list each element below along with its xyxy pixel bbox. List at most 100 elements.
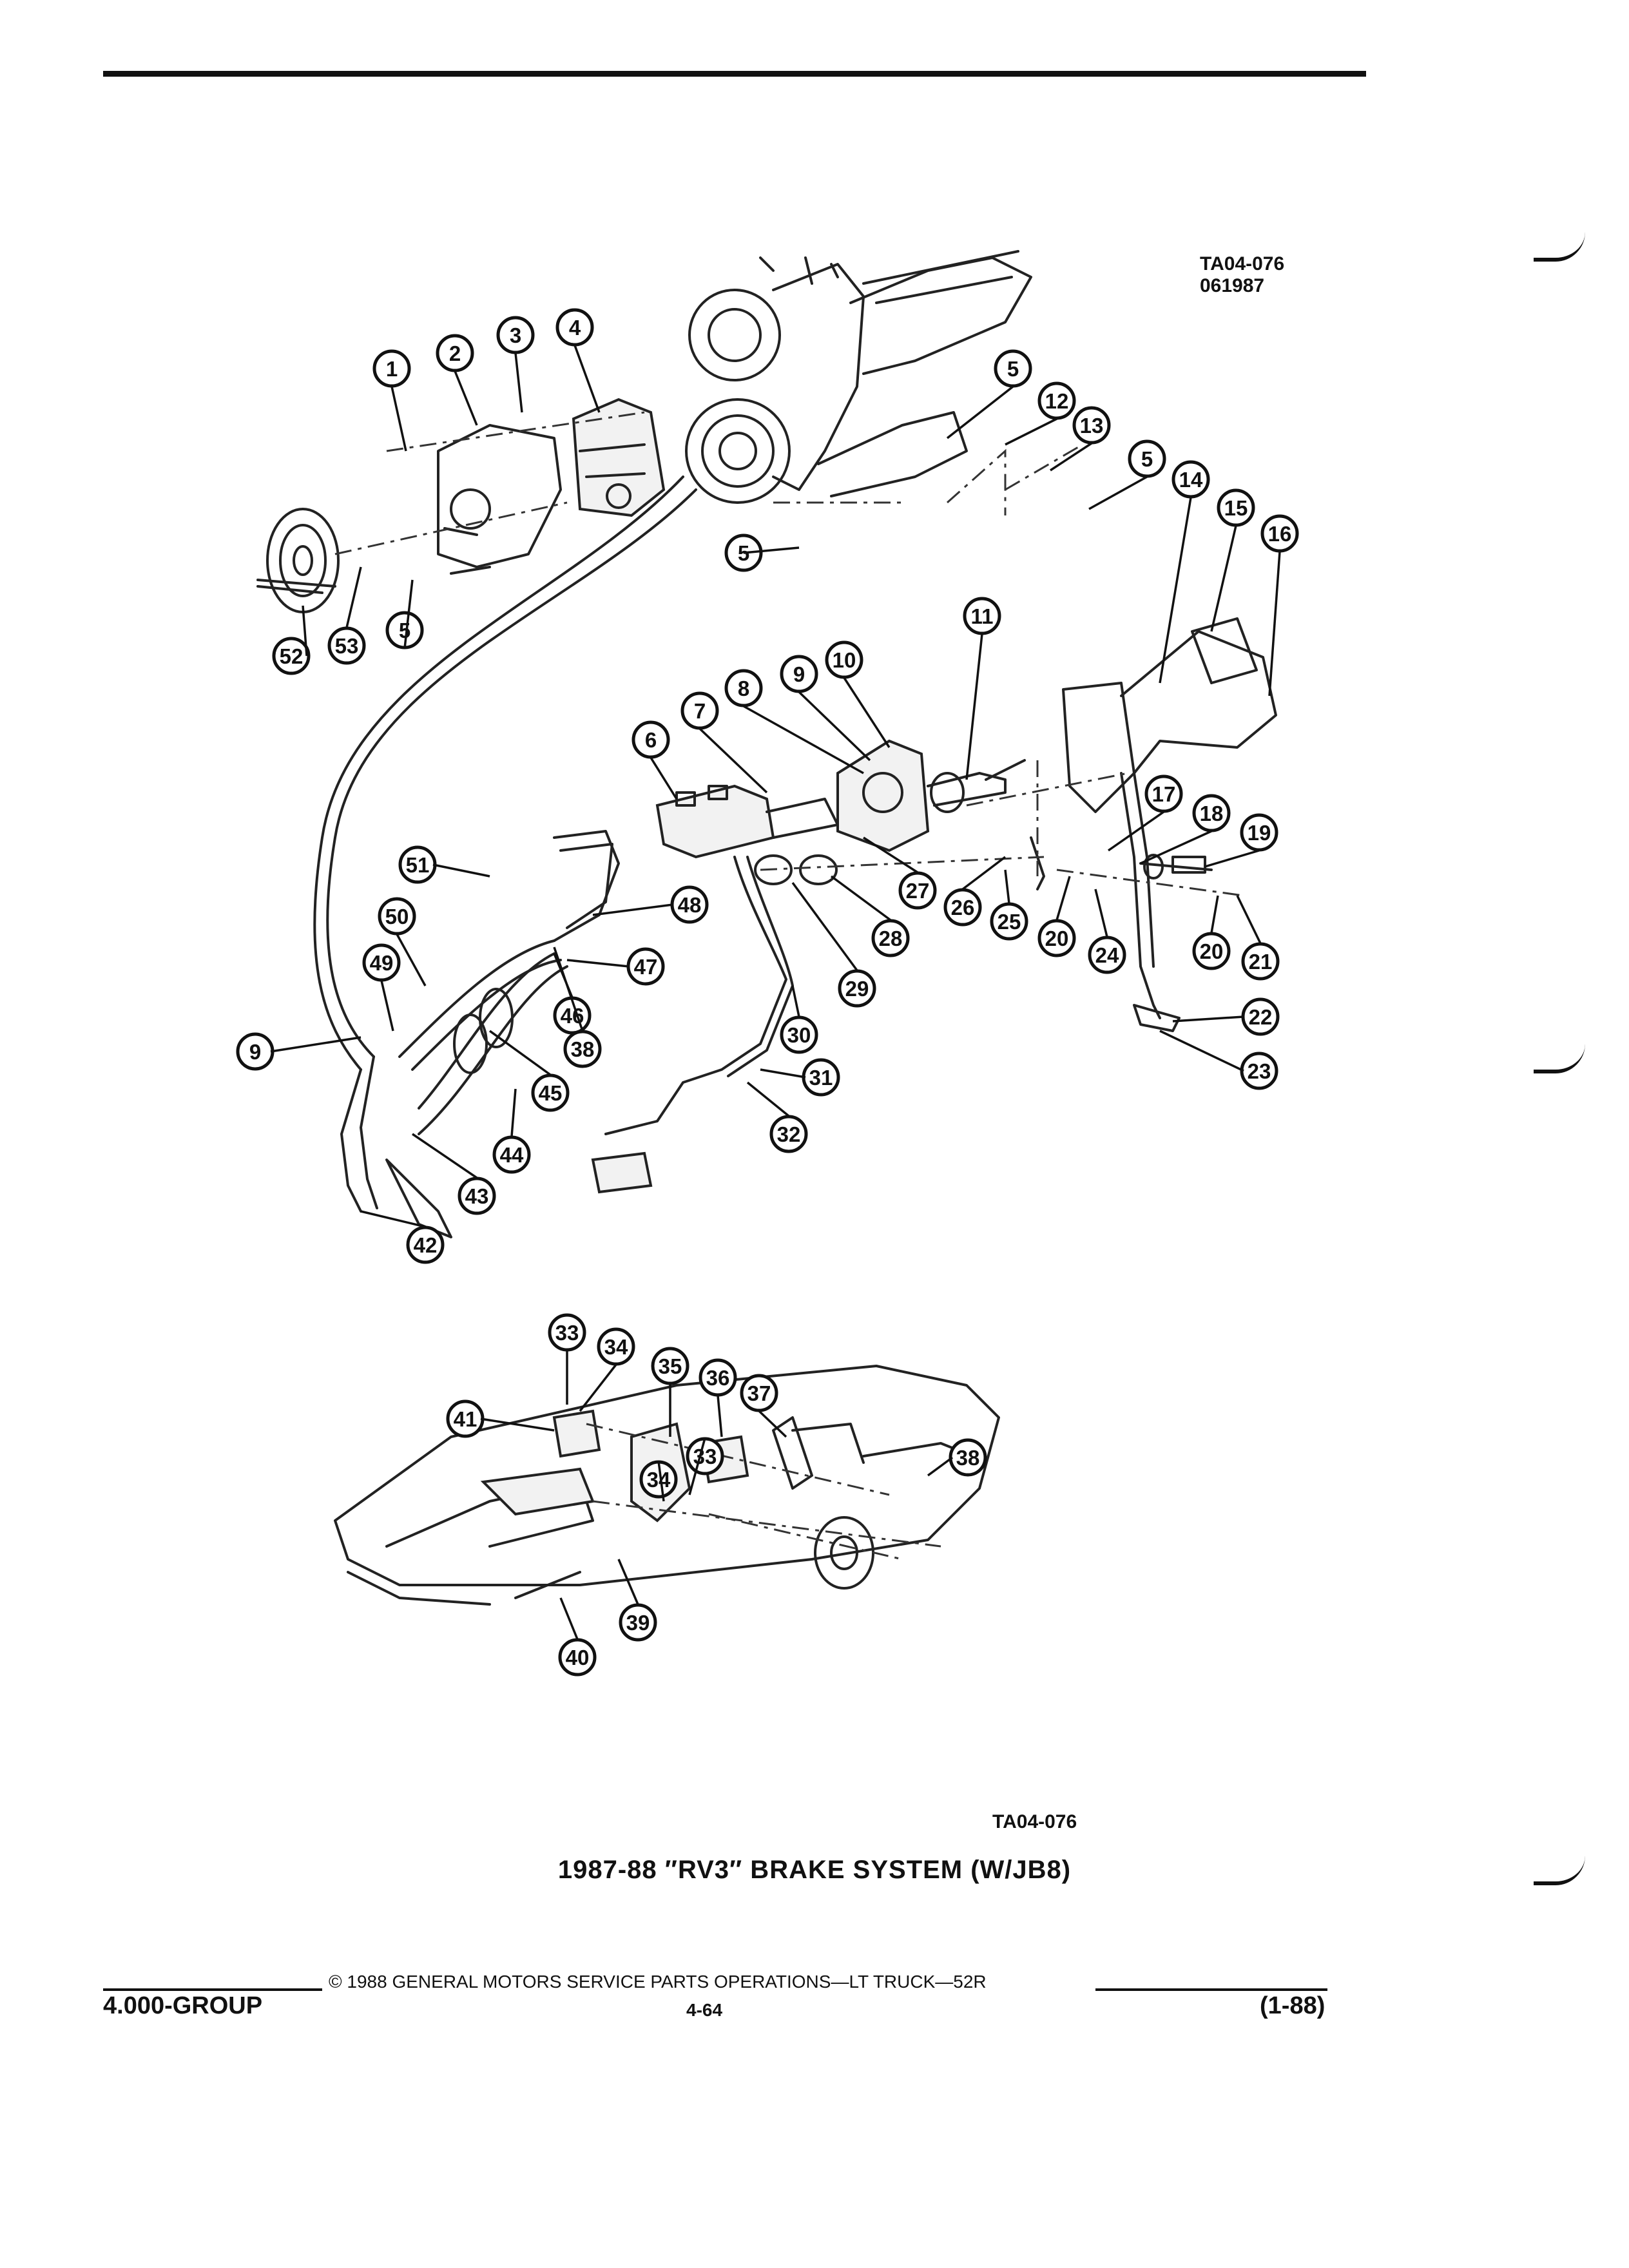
- callout-number: 1: [386, 357, 398, 381]
- callout-number: 27: [906, 879, 930, 903]
- callout-number: 51: [406, 853, 430, 877]
- callout-22: 22: [1241, 997, 1280, 1036]
- callout-number: 43: [465, 1184, 489, 1208]
- callout-number: 12: [1045, 389, 1069, 413]
- callout-29: 29: [838, 969, 876, 1008]
- callout-number: 9: [793, 662, 805, 686]
- callout-leader-line: [1088, 476, 1148, 510]
- callout-28: 28: [871, 919, 910, 957]
- callout-number: 45: [539, 1081, 563, 1105]
- callout-leader-line: [1210, 525, 1237, 632]
- master-cylinder-booster: [655, 739, 1026, 859]
- callout-50: 50: [378, 897, 416, 936]
- callout-number: 50: [385, 905, 409, 928]
- callout-number: 20: [1045, 927, 1069, 950]
- top-rule: [103, 71, 1366, 77]
- footer-revision: (1-88): [1260, 1992, 1325, 2019]
- callout-number: 6: [645, 728, 657, 752]
- brake-lines: [553, 830, 838, 1194]
- callout-leader-line: [791, 881, 858, 972]
- callout-number: 5: [738, 541, 749, 565]
- callout-number: 37: [747, 1381, 771, 1405]
- callout-leader-line: [743, 546, 800, 554]
- callout-5: 5: [1128, 439, 1166, 478]
- callout-53: 53: [327, 626, 366, 665]
- callout-39: 39: [619, 1603, 657, 1642]
- callout-leader-line: [592, 903, 673, 916]
- callout-7: 7: [680, 691, 719, 730]
- callout-34: 34: [639, 1460, 678, 1499]
- callout-leader-line: [454, 370, 478, 426]
- brake-pedal-bracket: [1030, 617, 1277, 1032]
- callout-number: 32: [777, 1122, 801, 1146]
- callout-number: 3: [510, 323, 521, 347]
- callout-leader-line: [488, 1030, 552, 1076]
- callout-leader-line: [390, 386, 407, 452]
- callout-leader-line: [617, 1559, 639, 1605]
- footer-rule-left: [103, 1988, 322, 1991]
- engine-front: [685, 250, 1032, 504]
- callout-leader-line: [843, 677, 891, 748]
- callout-37: 37: [740, 1374, 778, 1412]
- figure-caption: 1987-88 ″RV3″ BRAKE SYSTEM (W/JB8): [557, 1856, 1072, 1884]
- callout-number: 28: [879, 927, 903, 950]
- callout-33: 33: [548, 1313, 586, 1352]
- callout-leader-line: [699, 727, 768, 794]
- callout-leader-line: [1005, 418, 1057, 446]
- callout-1: 1: [372, 349, 411, 388]
- callout-leader-line: [380, 980, 394, 1032]
- callout-number: 53: [335, 634, 359, 658]
- callout-leader-line: [574, 345, 601, 413]
- callout-number: 14: [1179, 468, 1203, 492]
- footer-page-number: 4-64: [686, 2000, 723, 2020]
- callout-leader-line: [432, 863, 490, 878]
- callout-leader-line: [798, 691, 871, 762]
- callout-number: 23: [1248, 1059, 1271, 1083]
- callout-number: 41: [454, 1407, 477, 1431]
- callout-number: 17: [1152, 782, 1176, 806]
- callout-leader-line: [559, 1597, 579, 1640]
- callout-number: 35: [659, 1354, 682, 1378]
- callout-leader-line: [403, 579, 414, 649]
- callout-number: 5: [1007, 357, 1019, 381]
- callout-number: 2: [449, 341, 461, 365]
- callout-leader-line: [412, 1133, 477, 1179]
- callout-number: 18: [1200, 802, 1224, 825]
- callout-leader-line: [927, 1456, 954, 1477]
- callout-27: 27: [898, 871, 937, 910]
- callout-19: 19: [1240, 813, 1278, 852]
- callout-number: 44: [500, 1143, 524, 1167]
- callout-number: 49: [370, 951, 394, 975]
- callout-30: 30: [780, 1015, 818, 1054]
- callout-leader-line: [688, 1437, 706, 1495]
- callout-leader-line: [514, 352, 523, 413]
- callout-number: 34: [604, 1335, 628, 1359]
- callout-16: 16: [1260, 514, 1299, 553]
- callout-33: 33: [686, 1437, 724, 1475]
- callout-leader-line: [863, 836, 918, 874]
- callout-36: 36: [699, 1358, 737, 1397]
- callout-21: 21: [1241, 942, 1280, 981]
- callout-leader-line: [746, 1081, 790, 1117]
- callout-20: 20: [1192, 932, 1231, 970]
- callout-leader-line: [553, 953, 574, 998]
- callout-leader-line: [1055, 876, 1071, 921]
- callout-number: 7: [694, 699, 706, 723]
- callout-14: 14: [1171, 460, 1210, 499]
- footer-copyright: © 1988 GENERAL MOTORS SERVICE PARTS OPER…: [329, 1972, 987, 1992]
- callout-32: 32: [769, 1115, 808, 1153]
- callout-6: 6: [631, 720, 670, 759]
- callout-42: 42: [406, 1225, 445, 1264]
- callout-leader-line: [657, 1461, 665, 1502]
- callout-leader-line: [1159, 497, 1192, 684]
- callout-leader-line: [1268, 551, 1281, 697]
- callout-23: 23: [1240, 1052, 1278, 1090]
- callout-number: 26: [951, 896, 975, 919]
- callout-number: 29: [845, 977, 869, 1001]
- callout-47: 47: [626, 947, 665, 986]
- callout-number: 4: [569, 316, 581, 340]
- callout-48: 48: [670, 885, 709, 924]
- callout-number: 24: [1095, 943, 1119, 967]
- callout-leader-line: [566, 959, 630, 968]
